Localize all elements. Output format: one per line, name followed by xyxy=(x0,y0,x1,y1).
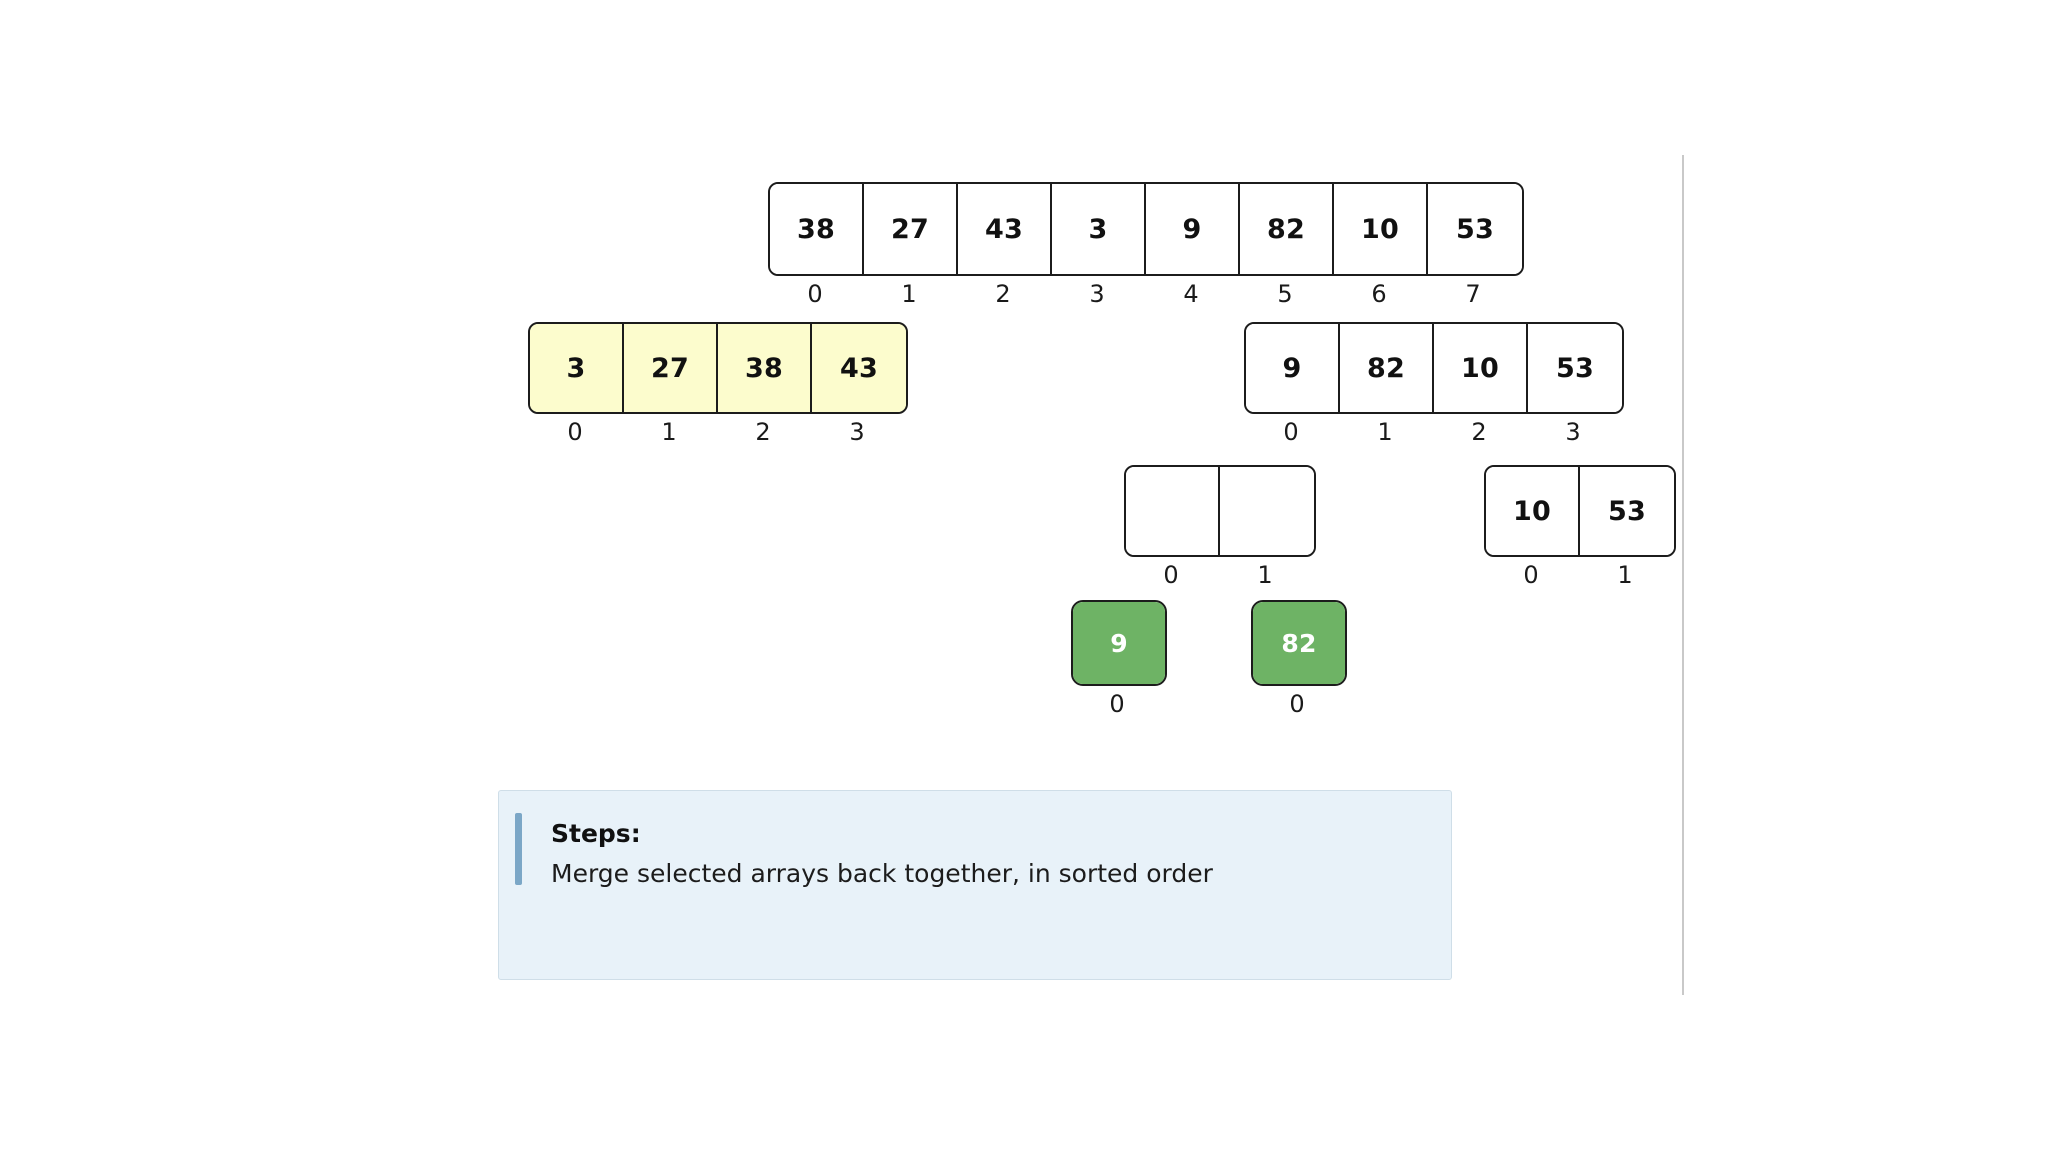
array-index-row: 0 xyxy=(1251,690,1347,718)
array-cell[interactable]: 38 xyxy=(770,184,864,274)
array-cell[interactable]: 82 xyxy=(1240,184,1334,274)
array-index-label: 2 xyxy=(995,280,1011,308)
array-cell[interactable]: 82 xyxy=(1340,324,1434,412)
array-cell[interactable] xyxy=(1126,467,1220,555)
right-divider-rule xyxy=(1682,155,1684,995)
array-index-label: 1 xyxy=(1377,418,1393,446)
array-cell[interactable]: 43 xyxy=(812,324,906,412)
array-index-label: 2 xyxy=(1471,418,1487,446)
steps-title: Steps: xyxy=(551,819,641,848)
array-index-label: 4 xyxy=(1183,280,1199,308)
array-index-label: 0 xyxy=(1283,418,1299,446)
array-index-label: 0 xyxy=(807,280,823,308)
array-index-label: 7 xyxy=(1465,280,1481,308)
array-index-label: 3 xyxy=(849,418,865,446)
array-cell[interactable]: 53 xyxy=(1580,467,1674,555)
array-cells: 82 xyxy=(1251,600,1347,686)
array-cell[interactable]: 9 xyxy=(1146,184,1240,274)
array-cell[interactable] xyxy=(1220,467,1314,555)
array-cell[interactable]: 3 xyxy=(1052,184,1146,274)
array-index-label: 0 xyxy=(567,418,583,446)
array-cell[interactable]: 27 xyxy=(864,184,958,274)
array-cell[interactable]: 9 xyxy=(1246,324,1340,412)
array-index-label: 3 xyxy=(1565,418,1581,446)
array-cell[interactable]: 10 xyxy=(1486,467,1580,555)
array-cells: 9 xyxy=(1071,600,1167,686)
array-cell[interactable]: 38 xyxy=(718,324,812,412)
array-index-label: 0 xyxy=(1523,561,1539,589)
array-cell[interactable]: 9 xyxy=(1073,602,1165,684)
array-index-label: 5 xyxy=(1277,280,1293,308)
array-index-row: 0 1 2 3 xyxy=(1244,418,1624,446)
array-index-row: 0 xyxy=(1071,690,1167,718)
array-cells xyxy=(1124,465,1316,557)
steps-description: Merge selected arrays back together, in … xyxy=(551,858,1213,888)
array-cell[interactable]: 82 xyxy=(1253,602,1345,684)
steps-accent-bar xyxy=(515,813,522,885)
array-index-label: 1 xyxy=(1617,561,1633,589)
array-index-label: 0 xyxy=(1289,690,1305,718)
array-index-label: 3 xyxy=(1089,280,1105,308)
array-index-label: 0 xyxy=(1109,690,1125,718)
array-index-label: 0 xyxy=(1163,561,1179,589)
array-cell[interactable]: 53 xyxy=(1428,184,1522,274)
array-index-label: 1 xyxy=(901,280,917,308)
array-index-row: 0 1 2 3 xyxy=(528,418,908,446)
array-index-row: 0 1 2 3 4 5 6 7 xyxy=(768,280,1524,308)
array-cell[interactable]: 10 xyxy=(1434,324,1528,412)
array-cell[interactable]: 10 xyxy=(1334,184,1428,274)
array-cell[interactable]: 27 xyxy=(624,324,718,412)
array-index-label: 6 xyxy=(1371,280,1387,308)
array-index-label: 1 xyxy=(1257,561,1273,589)
array-cell[interactable]: 3 xyxy=(530,324,624,412)
array-index-label: 2 xyxy=(755,418,771,446)
array-index-label: 1 xyxy=(661,418,677,446)
array-cell[interactable]: 53 xyxy=(1528,324,1622,412)
array-cell[interactable]: 43 xyxy=(958,184,1052,274)
steps-panel: Steps: Merge selected arrays back togeth… xyxy=(498,790,1452,980)
